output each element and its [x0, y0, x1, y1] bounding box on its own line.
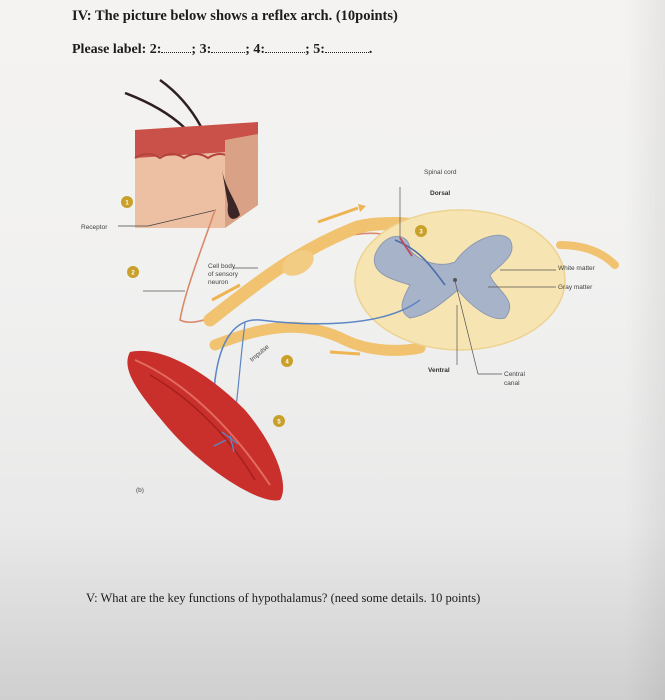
question-4-title: IV: The picture below shows a reflex arc… [72, 8, 398, 24]
direction-arrow [329, 350, 361, 356]
marker-circle [281, 355, 293, 367]
marker-5: 5 [273, 415, 285, 427]
blank-2[interactable] [161, 40, 192, 53]
central-canal-pointer-line [454, 280, 479, 375]
label-sep-3: ; 3: [191, 42, 212, 57]
white-matter-label: White matter [558, 265, 596, 272]
panel-label: (b) [136, 487, 144, 494]
question-5-text: V: What are the key functions of hypotha… [86, 591, 481, 605]
marker-circle [121, 196, 133, 208]
marker-3-number: 3 [419, 230, 423, 236]
ventral-label: Ventral [428, 367, 450, 374]
marker-1-number: 1 [125, 201, 129, 207]
label-prompt-line: Please label: 2: ; 3: ; 4: ; 5:. [72, 40, 372, 58]
spinal-nerve-right [556, 241, 619, 269]
marker-5-number: 5 [277, 420, 281, 426]
interneuron [394, 239, 446, 286]
cell-body-label-line3: neuron [208, 279, 229, 286]
neuromuscular-junction [213, 431, 239, 453]
label-sep-5: ; 5: [305, 42, 325, 57]
direction-arrow [317, 206, 359, 224]
blank-4[interactable] [265, 40, 306, 53]
sensory-terminal [399, 237, 413, 257]
dorsal-root [203, 217, 427, 327]
marker-circle [415, 225, 427, 237]
page-shadow [625, 0, 665, 700]
muscle-fiber [134, 359, 271, 486]
label-sep-4: ; 4: [245, 42, 266, 57]
dorsal-label: Dorsal [430, 190, 450, 197]
blank-3[interactable] [211, 40, 246, 53]
muscle-fiber [149, 374, 256, 481]
blank-5[interactable] [324, 40, 369, 53]
marker-3: 3 [415, 225, 427, 237]
cell-body-label-line1: Cell body [208, 263, 236, 270]
gray-matter-label: Gray matter [558, 284, 593, 291]
direction-arrow [211, 283, 241, 302]
marker-4: 4 [281, 355, 293, 367]
marker-2-number: 2 [131, 271, 135, 277]
label-end: . [368, 42, 373, 57]
marker-1: 1 [121, 196, 133, 208]
muscle [127, 350, 284, 501]
hair-follicle [222, 170, 240, 219]
receptor-label: Receptor [81, 224, 108, 231]
central-canal [453, 278, 457, 282]
dorsal-root-ganglion [282, 250, 314, 276]
ventral-root [209, 321, 426, 356]
gray-matter [373, 234, 513, 320]
marker-circle [273, 415, 285, 427]
marker-4-number: 4 [285, 360, 289, 366]
central-canal-label-line1: Central [504, 371, 526, 378]
central-canal-label-line2: canal [504, 380, 520, 387]
spinal-cord-label: Spinal cord [424, 169, 457, 176]
receptor-pointer-line [147, 209, 217, 227]
cell-body-label-line2: of sensory [208, 271, 239, 278]
impulse-label: Impulse [249, 343, 271, 363]
label-prompt-text: Please label: 2: [72, 42, 162, 57]
marker-2: 2 [127, 266, 139, 278]
marker-circle [127, 266, 139, 278]
arrow-head [358, 204, 366, 212]
